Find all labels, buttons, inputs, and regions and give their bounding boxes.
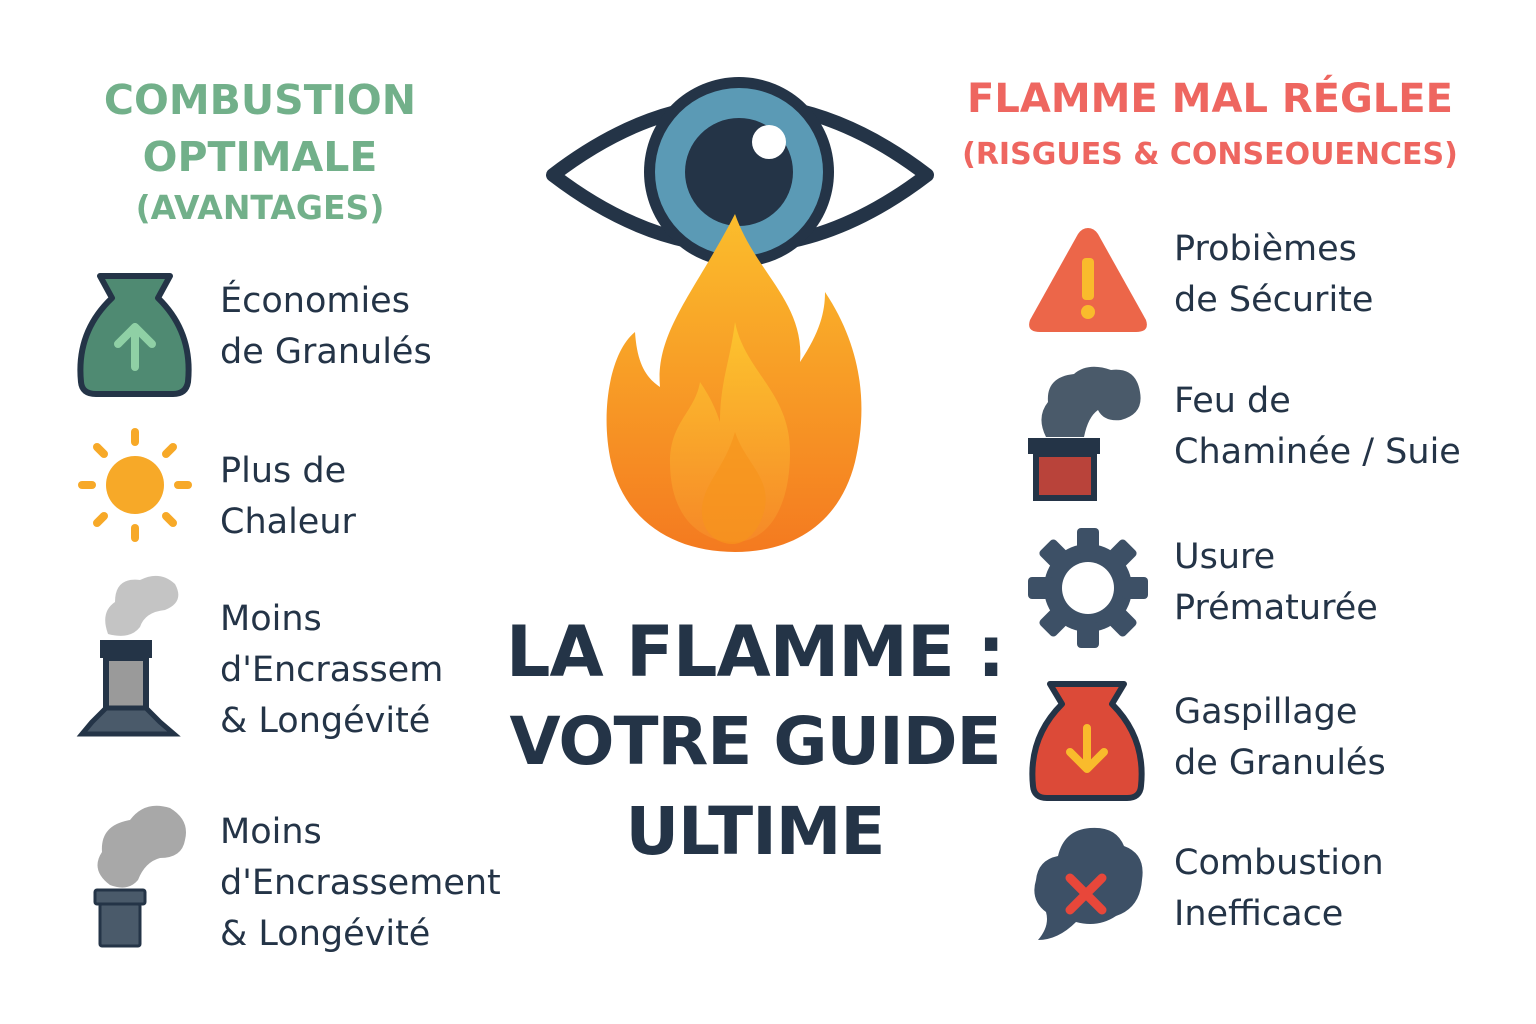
right-item-wear: Usure Prématurée xyxy=(1174,532,1378,634)
main-title: LA FLAMME : VOTRE GUIDE ULTIME xyxy=(500,607,1010,877)
left-item-heat: Plus de Chaleur xyxy=(220,446,356,548)
money-bag-down-arrow-icon xyxy=(1029,681,1145,801)
item-line: Inefficace xyxy=(1174,894,1344,934)
title-line1: LA FLAMME : xyxy=(505,611,1005,693)
eye-icon xyxy=(546,77,934,267)
right-item-inefficient: Combustion Inefficace xyxy=(1174,838,1384,940)
item-line: Combustion xyxy=(1174,843,1384,883)
chimney-smoke-icon xyxy=(93,805,186,948)
left-heading: COMBUSTION OPTIMALE (AVANTAGES) xyxy=(80,72,440,231)
item-line: & Longévité xyxy=(220,701,431,741)
left-heading-line3: (AVANTAGES) xyxy=(135,188,385,228)
item-line: Chaminée / Suie xyxy=(1174,432,1461,472)
item-line: Prématurée xyxy=(1174,588,1378,628)
right-item-waste: Gaspillage de Granulés xyxy=(1174,687,1386,789)
right-heading-line1: FLAMME MAL RÉGLEE xyxy=(967,76,1453,122)
warning-triangle-icon xyxy=(1029,228,1147,332)
item-line: Feu de xyxy=(1174,381,1291,421)
flame-icon xyxy=(606,214,862,552)
item-line: & Longévité xyxy=(220,914,431,954)
chimney-light-smoke-icon xyxy=(76,575,181,737)
item-line: Économies xyxy=(220,281,410,321)
item-line: Probièmes xyxy=(1174,229,1357,269)
item-line: Chaleur xyxy=(220,502,356,542)
smoke-cloud-x-icon xyxy=(1034,827,1143,940)
left-item-less-fouling: Moins d'Encrassem & Longévité xyxy=(220,594,443,747)
right-item-chimney-fire: Feu de Chaminée / Suie xyxy=(1174,376,1461,478)
left-heading-line2: OPTIMALE xyxy=(142,132,378,181)
item-line: de Granulés xyxy=(1174,743,1386,783)
item-line: Gaspillage xyxy=(1174,692,1358,732)
item-line: Moins xyxy=(220,599,322,639)
gear-icon xyxy=(1028,528,1148,648)
sun-icon xyxy=(78,428,192,542)
right-item-safety: Probièmes de Sécurite xyxy=(1174,224,1373,326)
money-bag-up-arrow-icon xyxy=(77,273,192,397)
left-heading-line1: COMBUSTION xyxy=(103,76,417,124)
title-line2: VOTRE GUIDE xyxy=(509,703,1001,780)
item-line: Usure xyxy=(1174,537,1276,577)
left-item-less-fouling-2: Moins d'Encrassement & Longévité xyxy=(220,807,501,960)
title-line3: ULTIME xyxy=(625,793,885,870)
item-line: Moins xyxy=(220,812,322,852)
chimney-fire-smoke-icon xyxy=(1028,366,1141,501)
left-item-savings: Économies de Granulés xyxy=(220,276,432,378)
item-line: de Sécurite xyxy=(1174,280,1374,320)
item-line: d'Encrassem xyxy=(220,650,444,690)
right-heading-line2: (RISGUES & CONSEOUENCES) xyxy=(962,137,1458,172)
item-line: de Granulés xyxy=(220,332,432,372)
item-line: d'Encrassement xyxy=(220,863,501,903)
right-heading: FLAMME MAL RÉGLEE (RISGUES & CONSEOUENCE… xyxy=(960,72,1460,182)
item-line: Plus de xyxy=(220,451,347,491)
